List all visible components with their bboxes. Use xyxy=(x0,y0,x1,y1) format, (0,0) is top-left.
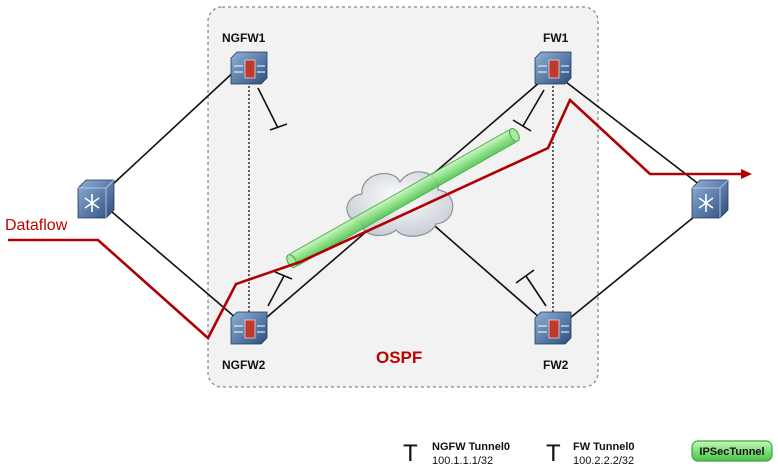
ipsec-legend-swatch xyxy=(691,440,773,462)
ipsec-tunnel xyxy=(286,128,520,268)
ngfw2-tunnel-marker xyxy=(267,275,285,307)
left-switch-icon xyxy=(77,179,115,219)
fw2-tunnel-marker xyxy=(525,275,547,307)
fw2-label: FW2 xyxy=(543,358,569,372)
fw1-tunnel-marker xyxy=(522,89,545,127)
ngfw1-firewall-icon xyxy=(230,51,268,85)
ospf-label: OSPF xyxy=(376,348,422,367)
fw2-firewall-icon xyxy=(534,311,572,345)
right-switch-icon xyxy=(691,179,729,219)
heartbeat-links xyxy=(248,86,554,312)
dataflow-arrowhead xyxy=(741,169,752,179)
ngfw-tunnel-legend-symbol: T xyxy=(403,440,418,467)
fw-tunnel-legend-symbol: T xyxy=(546,440,561,467)
ngfw1-label: NGFW1 xyxy=(222,31,266,45)
ngfw-tunnel-legend-address: 100.1.1.1/32 xyxy=(432,455,493,467)
legend: T NGFW Tunnel0 100.1.1.1/32 T FW Tunnel0… xyxy=(403,440,773,467)
links xyxy=(111,67,701,319)
ngfw-tunnel-legend-title: NGFW Tunnel0 xyxy=(432,441,510,453)
fw1-firewall-icon xyxy=(534,51,572,85)
ipsec-legend-label: IPSecTunnel xyxy=(699,446,764,458)
ngfw1-tunnel-marker xyxy=(257,87,279,129)
fw1-label: FW1 xyxy=(543,31,569,45)
ngfw2-firewall-icon xyxy=(230,311,268,345)
fw-tunnel-legend-address: 100.2.2.2/32 xyxy=(573,455,634,467)
dataflow-path xyxy=(8,97,748,341)
ngfw2-label: NGFW2 xyxy=(222,358,266,372)
dataflow-label: Dataflow xyxy=(5,217,68,234)
tunnel-endpoints xyxy=(257,87,547,307)
fw-tunnel-legend-title: FW Tunnel0 xyxy=(573,441,635,453)
